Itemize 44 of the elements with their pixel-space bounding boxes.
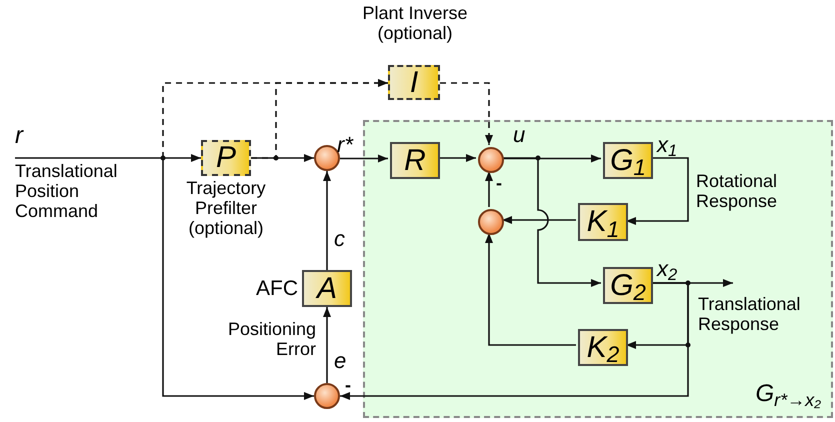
signal-arrow [485, 233, 576, 346]
signal-label: x$_{1}$ [657, 131, 678, 161]
signal-arrow [440, 82, 493, 145]
signal-arrow [15, 154, 201, 162]
signal-arrow [485, 171, 493, 207]
block-box: G$_{1}$ [603, 142, 653, 179]
signal-label: Positioning Error [226, 320, 316, 360]
block-caption: Plant Inverse (optional) [361, 4, 469, 44]
signal-arrow [626, 157, 689, 225]
summing-junction [478, 147, 504, 173]
subsystem-region [363, 120, 833, 418]
summing-junction [314, 383, 340, 409]
block-box: G$_{2}$ [603, 267, 653, 304]
block-box: A [302, 270, 352, 307]
signal-arrow [438, 154, 476, 162]
block-box: P [201, 140, 251, 176]
signal-label: - [496, 172, 502, 195]
signal-arrow [162, 158, 314, 400]
signal-label: r* [337, 131, 353, 159]
signal-arrow [502, 216, 576, 224]
block-box: K$_{1}$ [578, 203, 628, 241]
signal-caption: Translational Position Command [15, 162, 155, 224]
signal-label: Rotational Response [696, 172, 778, 212]
transfer-function-label: G$_{r*→x₂}$ [755, 379, 821, 412]
signal-label: r [15, 121, 23, 151]
signal-arrow [323, 171, 331, 270]
signal-arrow [340, 154, 388, 162]
signal-label: - [345, 374, 351, 397]
signal-arrow [502, 154, 601, 162]
signal-caption: Translational Response [698, 295, 834, 337]
signal-arrow [502, 157, 601, 287]
block-caption: AFC [255, 276, 298, 302]
signal-label: u [513, 121, 526, 149]
signal-arrow [340, 282, 689, 400]
signal-arrow [251, 79, 388, 159]
signal-label: e [334, 347, 346, 375]
block-box: K$_{2}$ [578, 329, 628, 366]
signal-arrow [323, 307, 331, 383]
block-box: I [388, 65, 440, 100]
signal-label: x$_{2}$ [657, 255, 678, 285]
signal-label: c [334, 225, 345, 253]
block-box: R [390, 142, 440, 179]
summing-junction [478, 209, 504, 235]
block-caption: Trajectory Prefilter (optional) [185, 179, 267, 238]
